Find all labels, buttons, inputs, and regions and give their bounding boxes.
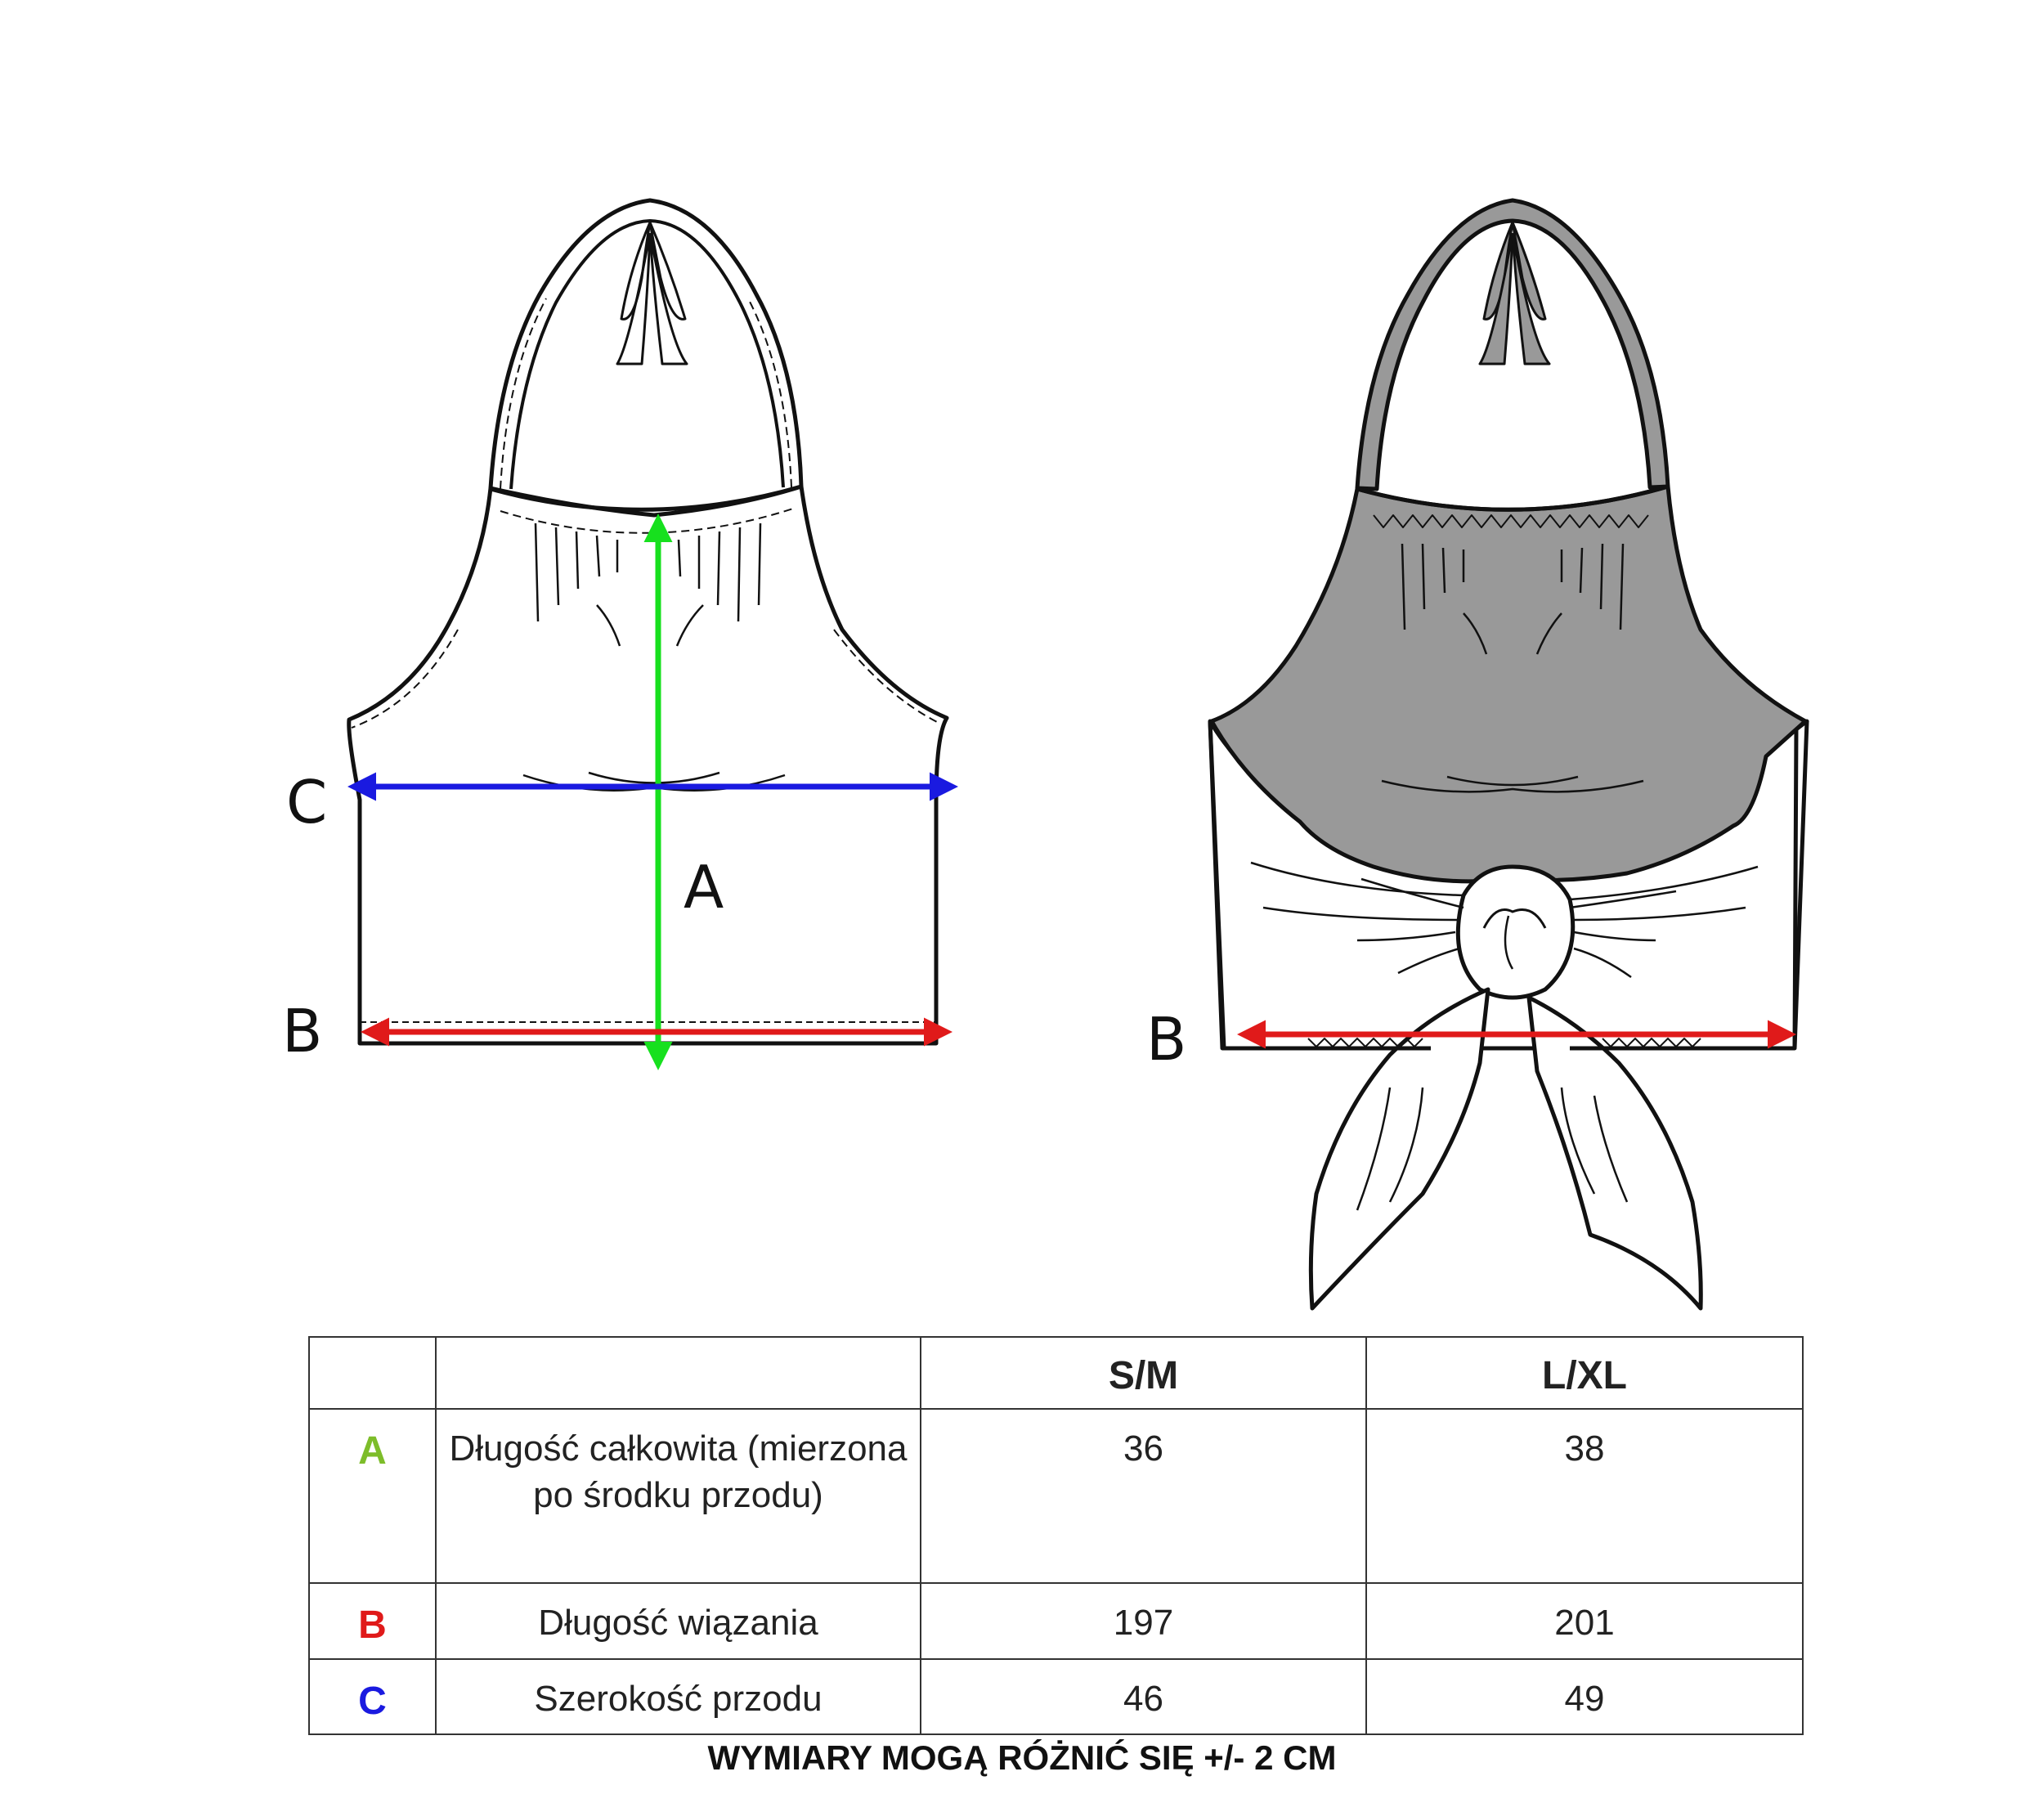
measure-code: C (308, 1657, 437, 1736)
value-sm: 197 (920, 1582, 1367, 1660)
label-c-front: C (286, 768, 327, 836)
value-sm: 36 (920, 1408, 1367, 1585)
size-table: S/M L/XL A Długość całkowita (mierzona p… (308, 1335, 1804, 1736)
measure-description: Szerokość przodu (435, 1657, 921, 1736)
front-body-outline (347, 484, 949, 1046)
table-row: C Szerokość przodu 46 49 (308, 1657, 1804, 1736)
value-lxl: 201 (1365, 1582, 1804, 1660)
back-inner-fabric (1209, 484, 1808, 884)
table-row: B Długość wiązania 197 201 (308, 1582, 1804, 1660)
table-row: A Długość całkowita (mierzona po środku … (308, 1408, 1804, 1585)
measure-description: Długość całkowita (mierzona po środku pr… (435, 1408, 921, 1585)
front-halter-strap (488, 198, 804, 489)
table-header-cell (435, 1335, 921, 1411)
label-a-front: A (684, 853, 724, 922)
value-lxl: 38 (1365, 1408, 1804, 1585)
table-header-row: S/M L/XL (308, 1335, 1804, 1411)
table-header-size-lxl: L/XL (1365, 1335, 1804, 1411)
measure-code: A (308, 1408, 437, 1585)
measure-description: Długość wiązania (435, 1582, 921, 1660)
measure-code: B (308, 1582, 437, 1660)
table-header-cell (308, 1335, 437, 1411)
value-lxl: 49 (1365, 1657, 1804, 1736)
back-tie-right (1526, 995, 1703, 1311)
front-view (347, 198, 949, 1046)
garment-diagram: C A B (282, 198, 1809, 1311)
label-b-front: B (282, 997, 322, 1065)
table-header-size-sm: S/M (920, 1335, 1367, 1411)
tolerance-note: WYMIARY MOGĄ RÓŻNIĆ SIĘ +/- 2 CM (707, 1738, 1337, 1777)
value-sm: 46 (920, 1657, 1367, 1736)
back-view (1208, 198, 1809, 1311)
label-b-back: B (1146, 1005, 1186, 1074)
